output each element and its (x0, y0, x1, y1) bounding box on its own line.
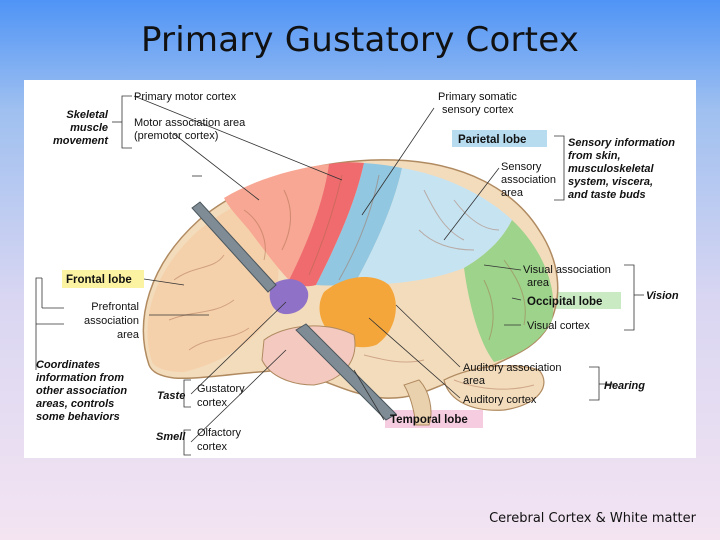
prefrontal-label-1: Prefrontal (91, 301, 139, 313)
coordinates-label-4: areas, controls (36, 398, 114, 410)
parietal-lobe-highlight (452, 130, 547, 147)
visual-association-label-2: area (527, 277, 550, 289)
gustatory-cortex-label-2: cortex (197, 397, 227, 409)
primary-motor-cortex-label: Primary motor cortex (134, 91, 237, 103)
coordinates-label-2: information from (36, 372, 124, 384)
taste-label: Taste (157, 390, 185, 402)
hearing-label: Hearing (604, 380, 645, 392)
auditory-association-label-1: Auditory association (463, 362, 561, 374)
sensory-association-region (354, 168, 512, 285)
olfactory-cortex-label-1: Olfactory (197, 427, 242, 439)
frontal-lobe-label: Frontal lobe (66, 274, 132, 286)
slide-footer: Cerebral Cortex & White matter (489, 511, 696, 526)
leader-lines (35, 95, 644, 456)
temporal-lobe-highlight (385, 410, 483, 428)
lower-probe (295, 323, 397, 421)
skeletal-label-1: Skeletal (66, 109, 109, 121)
cerebellum-shape (443, 365, 545, 411)
auditory-association-label-2: area (463, 375, 486, 387)
skeletal-label-3: movement (53, 135, 109, 147)
coordinates-label-5: some behaviors (36, 411, 120, 423)
visual-association-label-1: Visual association (523, 264, 611, 276)
coordinates-label-1: Coordinates (36, 359, 100, 371)
prefrontal-label-3: area (117, 329, 140, 341)
sensory-association-label-1: Sensory (501, 161, 542, 173)
gustatory-region (269, 279, 309, 315)
skeletal-label-2: muscle (70, 122, 108, 134)
frontal-lobe-highlight (62, 270, 144, 288)
vision-label: Vision (646, 290, 679, 302)
sensory-info-label-4: system, viscera, (568, 176, 653, 188)
brain-stem-shape (403, 379, 432, 426)
olfactory-cortex-label-2: cortex (197, 441, 227, 453)
slide-title: Primary Gustatory Cortex (140, 20, 580, 60)
coordinates-label-3: other association (36, 385, 127, 397)
sensory-association-label-2: association (501, 174, 556, 186)
brain-diagram-panel: Primary motor cortex Motor association a… (24, 80, 696, 458)
prefrontal-region (147, 190, 279, 372)
gustatory-cortex-label-1: Gustatory (197, 383, 245, 395)
sensory-info-label-1: Sensory information (568, 137, 675, 149)
visual-cortex-label: Visual cortex (527, 320, 590, 332)
brain-diagram: Primary motor cortex Motor association a… (35, 91, 679, 456)
motor-association-label-2: (premotor cortex) (134, 130, 218, 142)
primary-motor-region (289, 162, 364, 287)
primary-somatic-label-1: Primary somatic (438, 91, 517, 103)
occipital-lobe-label: Occipital lobe (527, 296, 602, 308)
sensory-association-label-3: area (501, 187, 524, 199)
upper-probe (191, 201, 277, 293)
parietal-lobe-label: Parietal lobe (458, 134, 526, 146)
motor-association-label-1: Motor association area (134, 117, 246, 129)
gyri-texture (168, 174, 535, 390)
auditory-cortex-label: Auditory cortex (463, 394, 537, 406)
smell-label: Smell (156, 431, 186, 443)
sensory-info-label-3: musculoskeletal (568, 163, 655, 175)
somatosensory-region (316, 163, 402, 286)
primary-somatic-label-2: sensory cortex (442, 104, 514, 116)
prefrontal-label-2: association (84, 315, 139, 327)
temporal-lobe-label: Temporal lobe (390, 414, 468, 426)
visual-region (464, 220, 554, 362)
sensory-info-label-2: from skin, (568, 150, 621, 162)
sensory-info-label-5: and taste buds (568, 189, 646, 201)
